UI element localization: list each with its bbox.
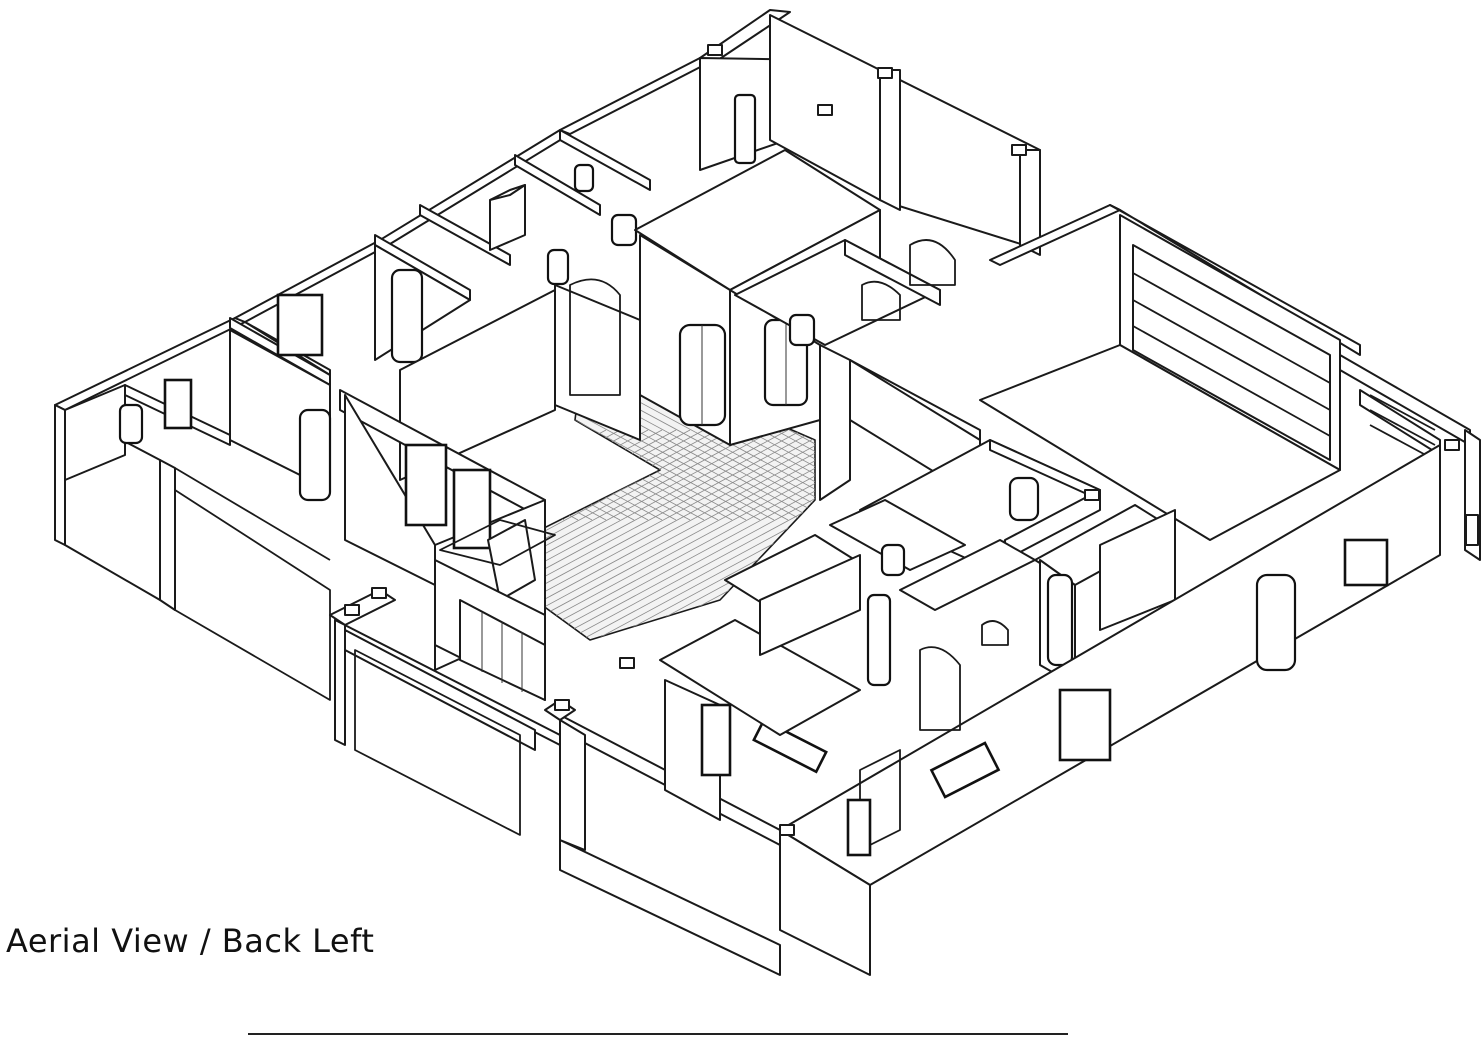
front-wall — [559, 444, 1441, 976]
central-living-block — [339, 278, 641, 671]
front-porch — [329, 534, 961, 851]
view-caption: Aerial View / Back Left — [6, 922, 375, 960]
garage — [819, 204, 1481, 561]
entry-block — [634, 149, 956, 446]
footer-rule — [248, 1033, 1068, 1035]
garage-door — [1132, 244, 1331, 461]
right-front-wing — [829, 439, 1176, 686]
wall-posts — [344, 44, 1460, 836]
